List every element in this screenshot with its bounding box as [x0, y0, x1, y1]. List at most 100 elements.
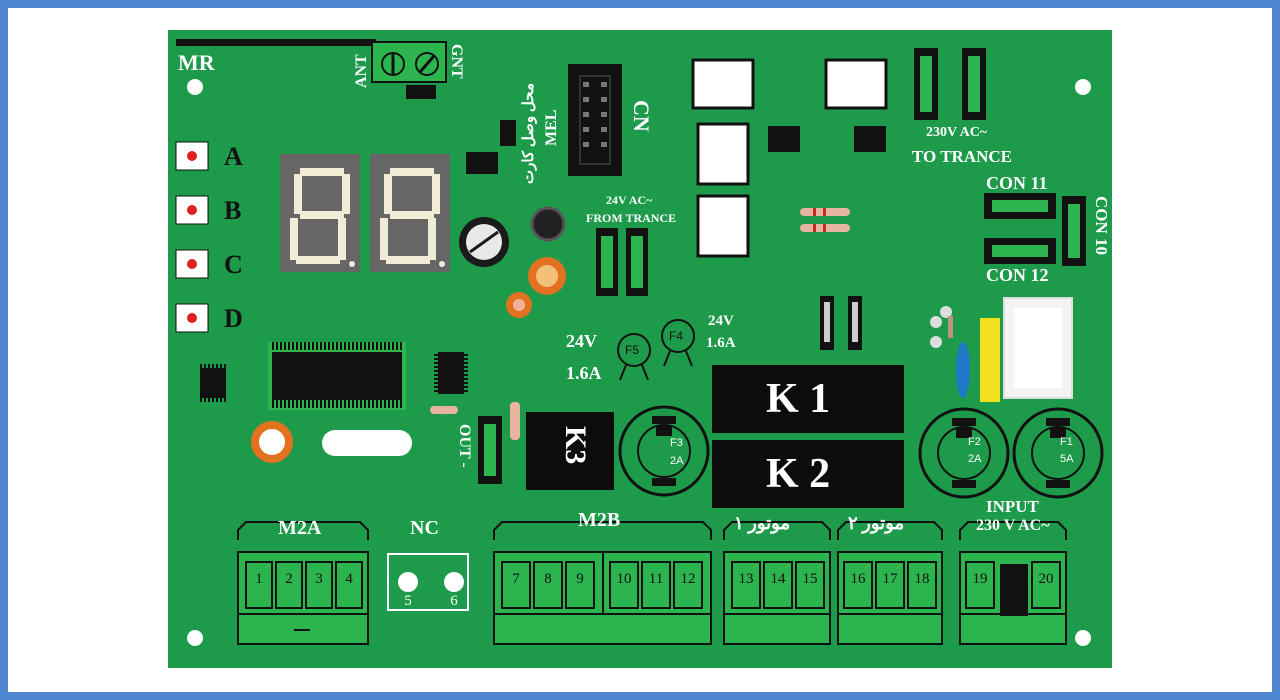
from-trance-label: FROM TRANCE	[586, 211, 677, 225]
optocoupler	[691, 58, 888, 258]
pin-number: 4	[345, 571, 353, 587]
relay-k2	[712, 440, 904, 508]
pin-number: 15	[802, 571, 818, 587]
antenna-wire	[176, 39, 376, 46]
microcontroller-chip	[268, 342, 406, 410]
f2-label: F2	[968, 436, 981, 448]
resistor	[510, 402, 520, 440]
cn-label: CN	[629, 100, 654, 132]
terminal-block-nc	[387, 553, 469, 611]
mr-label: MR	[178, 50, 215, 75]
gnt-label: GNT	[448, 44, 465, 79]
pin-number: 9	[576, 571, 584, 587]
capacitor	[506, 292, 532, 318]
pin-number: 10	[616, 571, 632, 587]
f5-voltage: 24V	[566, 331, 597, 351]
f5-label: F5	[625, 343, 640, 357]
k3-label: K3	[559, 426, 592, 465]
con12-label: CON 12	[986, 265, 1049, 285]
resistor	[800, 208, 850, 232]
button-a-label: A	[224, 142, 243, 171]
seven-segment-display	[280, 154, 450, 272]
terminal-screws	[245, 561, 1061, 609]
mel-label: MEL	[543, 109, 560, 146]
pin-number: 2	[285, 571, 293, 587]
relay-k3	[526, 412, 614, 490]
mel-fa-label: محل وصل کارت	[521, 83, 537, 184]
pin-number: 1	[255, 571, 263, 587]
relay-k1	[712, 365, 904, 433]
fuse-holder-f2	[918, 407, 1010, 499]
motor2-label: موتور ۲	[848, 513, 905, 533]
mounting-hole	[1075, 79, 1091, 95]
ant-label: ANT	[353, 54, 370, 88]
f4-label: F4	[669, 329, 684, 343]
f4-voltage: 24V	[708, 313, 734, 329]
fuse-f4	[661, 319, 695, 367]
ac230-label: 230V AC~	[926, 125, 988, 140]
button-b-label: B	[224, 196, 242, 225]
pin-number: 7	[512, 571, 520, 587]
led-buttons	[175, 141, 209, 333]
fuse-holder-f3	[618, 405, 710, 497]
pin-number: 20	[1038, 571, 1054, 587]
transistor	[854, 126, 886, 152]
f5-current: 1.6A	[566, 363, 602, 383]
capacitor	[528, 257, 566, 295]
mounting-hole	[187, 630, 203, 646]
driver-chip	[434, 352, 468, 394]
pin-number: 3	[315, 571, 323, 587]
nc-label: NC	[410, 517, 439, 539]
button-d-label: D	[224, 304, 243, 333]
capacitor	[251, 421, 293, 463]
antenna-terminal	[371, 41, 447, 99]
m2b-label: M2B	[578, 509, 621, 531]
capacitor	[459, 217, 509, 267]
pin-number: 5	[404, 593, 412, 609]
pin-number: 8	[544, 571, 552, 587]
f3-label: F3	[670, 437, 683, 449]
terminal-block-motor1	[723, 521, 831, 645]
mounting-hole	[1075, 630, 1091, 646]
to-trance-label: TO TRANCE	[912, 147, 1012, 166]
pcb-board: MR ANT GNT محل وصل کارت MEL CN 24V AC~ F…	[168, 30, 1112, 668]
mounting-hole	[187, 79, 203, 95]
f1-label: F1	[1060, 436, 1073, 448]
f3-rating: 2A	[670, 455, 684, 467]
transistor	[500, 120, 516, 146]
buzzer	[530, 206, 566, 242]
small-ic	[466, 152, 498, 174]
fuse-holder-f1	[1012, 407, 1104, 499]
con11-label: CON 11	[986, 173, 1048, 193]
con10-label: CON 10	[1092, 196, 1111, 256]
crystal	[322, 430, 412, 456]
pin-number: 16	[850, 571, 866, 587]
pin-number: 18	[914, 571, 930, 587]
cn-connector	[568, 64, 622, 176]
small-chip	[198, 364, 228, 402]
ac24-label: 24V AC~	[606, 193, 653, 207]
f1-rating: 5A	[1060, 453, 1074, 465]
pin-number: 12	[680, 571, 696, 587]
fuse-f5	[617, 333, 651, 381]
input-voltage-label: 230 V AC~	[976, 517, 1050, 534]
k1-label: K 1	[766, 376, 831, 422]
pin-number: 11	[648, 571, 664, 587]
pin-number: 6	[450, 593, 458, 609]
f4-current: 1.6A	[706, 335, 736, 351]
k2-label: K 2	[766, 451, 831, 497]
pin-number: 17	[882, 571, 898, 587]
out-label: OUT -	[456, 424, 473, 468]
capacitor-yellow	[980, 318, 1000, 402]
motor1-label: موتور ۱	[734, 513, 791, 533]
button-c-label: C	[224, 250, 243, 279]
pin-number: 14	[770, 571, 786, 587]
transistor	[768, 126, 800, 152]
board-artwork	[175, 39, 1104, 646]
pin-number: 19	[972, 571, 988, 587]
input-label: INPUT	[986, 497, 1039, 516]
f2-rating: 2A	[968, 453, 982, 465]
resistor	[430, 406, 458, 414]
capacitor-blue	[956, 342, 970, 398]
terminal-block-motor2	[837, 521, 943, 645]
